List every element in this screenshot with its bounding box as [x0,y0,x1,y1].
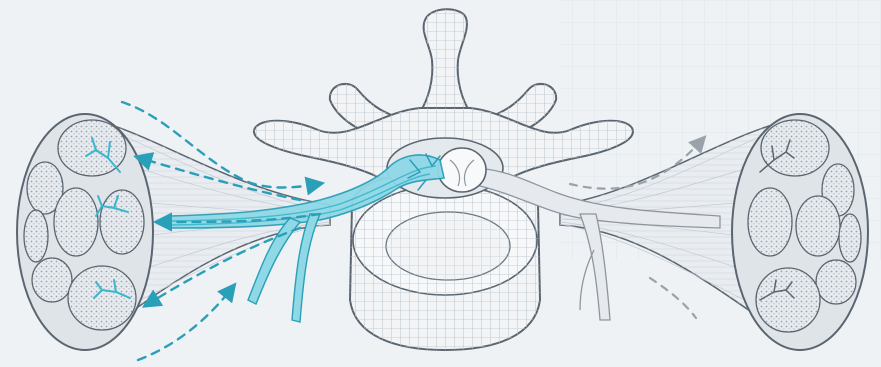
spinal-cord [438,148,486,192]
fascicle [100,190,144,254]
spinal-cord-cross-section [438,148,486,192]
fascicle [816,260,856,304]
fascicle [32,258,72,302]
fascicle [54,188,98,256]
fascicle [748,188,792,256]
fascicle [839,214,861,262]
fascicle [796,196,840,256]
fascicle [761,120,829,176]
fascicle [24,210,48,262]
fascicle [756,268,820,332]
fascicle [68,266,136,330]
